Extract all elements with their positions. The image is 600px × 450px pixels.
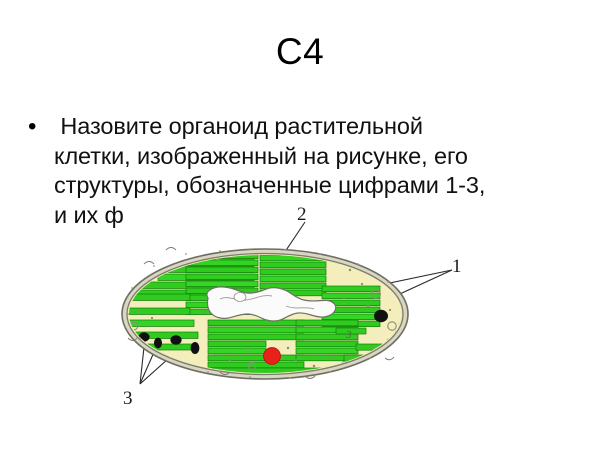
lipid-droplet xyxy=(170,335,182,345)
body-line-3: структуры, обозначенные цифрами 1-3, xyxy=(54,172,486,198)
lipid-droplet xyxy=(154,337,162,349)
bullet-item: • Назовите органоид растительной клетки,… xyxy=(28,112,538,230)
body-text-block: • Назовите органоид растительной клетки,… xyxy=(28,112,538,230)
envelope-texture xyxy=(127,247,395,379)
body-line-4: и их ф xyxy=(54,201,124,228)
starch-grain xyxy=(263,347,281,365)
bullet-marker-icon: • xyxy=(28,113,37,140)
lipid-droplet xyxy=(374,309,388,323)
body-line-2: клетки, изображенный на рисунке, его xyxy=(54,142,468,169)
membrane-stipple xyxy=(127,248,401,379)
chloroplast-illustration: 3 xyxy=(121,221,453,385)
body-line-1: Назовите органоид растительной xyxy=(54,113,423,139)
figure-label-3: 3 xyxy=(123,388,133,409)
lamellae-left xyxy=(129,293,199,351)
figure-label-1: 1 xyxy=(452,256,462,277)
bullet-text: Назовите органоид растительной клетки, и… xyxy=(54,112,538,230)
chloroplast-body: 3 xyxy=(121,234,409,380)
page-title: С4 xyxy=(275,31,325,72)
lipid-droplet xyxy=(179,238,190,246)
lipid-droplet xyxy=(198,234,207,245)
inline-figure-number: 3 xyxy=(345,329,352,341)
figure-label-2: 2 xyxy=(297,204,307,225)
lipid-droplet xyxy=(190,342,200,354)
nucleoid-dna xyxy=(206,286,337,322)
chloroplast-figure: 3 xyxy=(100,198,500,433)
granum-stack-lower-right xyxy=(295,319,359,362)
